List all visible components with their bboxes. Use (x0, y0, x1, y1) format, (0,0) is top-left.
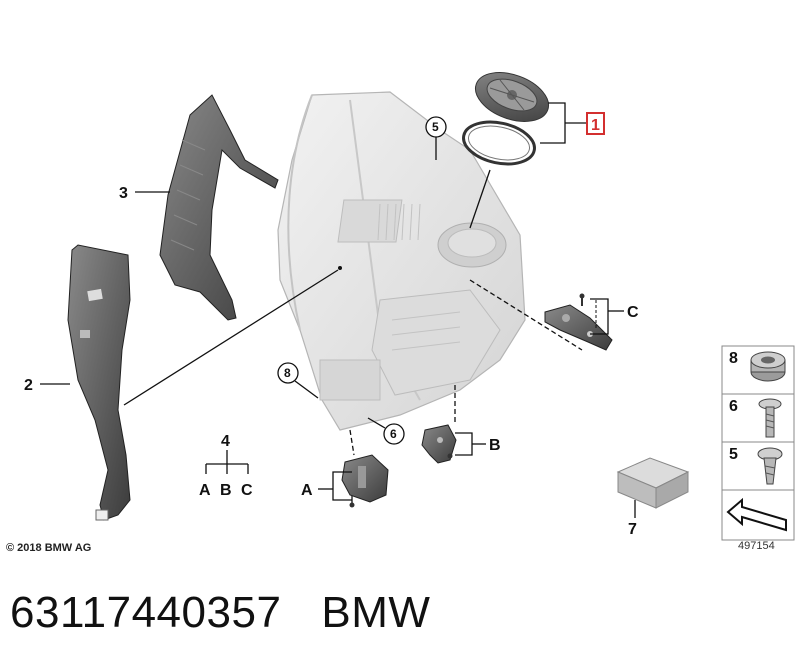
seal-ring (462, 120, 536, 166)
parts-diagram: 1 3 2 5 8 6 (24, 72, 795, 541)
footer-caption: 63117440357 BMW (10, 588, 430, 638)
nut-icon (750, 351, 786, 382)
callout-2-label[interactable]: 2 (24, 377, 33, 394)
package-box (616, 457, 690, 509)
legend-number-8: 8 (729, 350, 738, 367)
set-4-a: A (199, 482, 211, 499)
callout-5[interactable]: 5 (425, 116, 447, 138)
bracket-a (341, 454, 389, 503)
highlight-box (586, 112, 605, 135)
legend-number-6: 6 (729, 398, 738, 415)
part-number: 63117440357 (10, 588, 282, 637)
legend-number-5: 5 (729, 446, 738, 463)
callout-3-label[interactable]: 3 (119, 185, 128, 202)
side-panel (67, 244, 131, 521)
brand-name: BMW (321, 588, 431, 637)
callout-8-label: 8 (284, 366, 291, 380)
callout-5-label: 5 (432, 120, 439, 134)
callout-6[interactable]: 6 (383, 423, 405, 445)
arrow-icon (726, 497, 787, 532)
heat-sink (337, 199, 421, 243)
copyright-notice: © 2018 BMW AG (6, 542, 92, 554)
headlight-housing (277, 91, 526, 431)
hardware-legend: 8 6 5 (721, 345, 795, 541)
screw-6-icon (758, 398, 782, 438)
bracket-b (421, 424, 457, 464)
cover-cap (475, 72, 549, 122)
callout-4-label[interactable]: 4 (221, 433, 230, 450)
callout-7-label[interactable]: 7 (628, 521, 637, 538)
callout-1-label[interactable]: 1 (591, 117, 600, 134)
group-a-label[interactable]: A (301, 482, 313, 499)
leader-2 (123, 269, 339, 406)
group-b-label[interactable]: B (489, 437, 501, 454)
callout-6-label: 6 (390, 427, 397, 441)
set-4-b: B (220, 482, 232, 499)
group-c-label[interactable]: C (627, 304, 639, 321)
callout-8[interactable]: 8 (277, 362, 299, 384)
mounting-frame (159, 94, 279, 321)
set-4-c: C (241, 482, 253, 499)
screw-5-icon (757, 447, 783, 485)
bracket-c (544, 304, 613, 351)
image-number: 497154 (738, 540, 775, 552)
repair-set-4: 4 A B C (199, 433, 253, 499)
